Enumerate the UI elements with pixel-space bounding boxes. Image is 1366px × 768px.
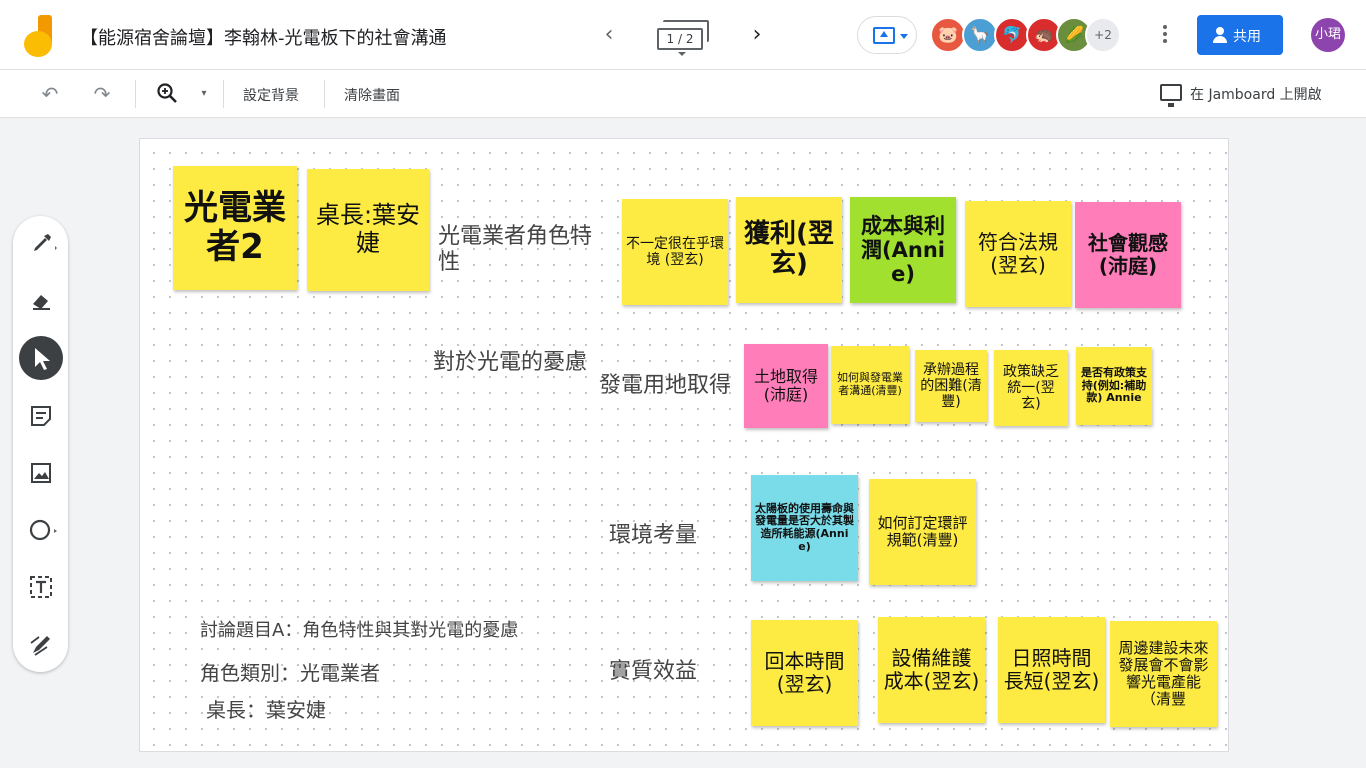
pen-tool-icon[interactable] bbox=[19, 222, 63, 266]
image-tool-icon[interactable] bbox=[19, 451, 63, 495]
collaborator-avatar-1[interactable]: 🐷 bbox=[930, 17, 966, 53]
text-box-tool-icon[interactable] bbox=[19, 565, 63, 609]
sticky-note[interactable]: 獲利(翌玄) bbox=[736, 197, 842, 303]
text-label[interactable]: 桌長：葉安婕 bbox=[206, 698, 326, 722]
sticky-note[interactable]: 光電業者2 bbox=[173, 166, 297, 290]
clear-frame-button[interactable]: 清除畫面 bbox=[344, 88, 400, 104]
frame-counter-label: 1 / 2 bbox=[657, 28, 703, 50]
open-in-app-icon bbox=[1160, 84, 1182, 107]
text-label[interactable]: 實質效益 bbox=[609, 659, 698, 684]
sticky-note[interactable]: 政策缺乏統一(翌玄) bbox=[994, 350, 1068, 426]
circle-shape-tool-icon[interactable] bbox=[19, 508, 63, 552]
eraser-tool-icon[interactable] bbox=[19, 279, 63, 323]
sticky-note[interactable]: 周邊建設未來發展會不會影響光電產能（清豐 bbox=[1110, 621, 1217, 727]
jamboard-logo-icon[interactable] bbox=[24, 15, 56, 57]
text-label[interactable]: 光電業者角色特性 bbox=[438, 224, 593, 276]
sticky-note[interactable]: 如何訂定環評規範(清豐) bbox=[869, 479, 976, 585]
person-add-icon bbox=[1213, 27, 1227, 43]
document-title[interactable]: 【能源宿舍論壇】李翰林-光電板下的社會溝通 bbox=[80, 28, 447, 49]
sticky-note[interactable]: 設備維護成本(翌玄) bbox=[878, 617, 985, 723]
sticky-note[interactable]: 土地取得(沛庭) bbox=[744, 344, 828, 428]
text-label[interactable]: 角色類別：光電業者 bbox=[200, 661, 380, 685]
next-frame-icon[interactable]: › bbox=[752, 22, 762, 47]
text-label[interactable]: 對於光電的憂慮 bbox=[433, 350, 588, 375]
select-tool-icon[interactable] bbox=[19, 336, 63, 380]
text-label[interactable]: 環境考量 bbox=[609, 523, 698, 548]
text-label[interactable]: 發電用地取得 bbox=[599, 373, 732, 398]
sticky-note[interactable]: 符合法規 (翌玄) bbox=[965, 201, 1071, 307]
top-bar: 【能源宿舍論壇】李翰林-光電板下的社會溝通 ‹ 1 / 2 › 🐷 🦙 🐬 🦔 … bbox=[0, 0, 1366, 70]
sticky-note[interactable]: 太陽板的使用壽命與發電量是否大於其製造所耗能源(Annie) bbox=[751, 475, 858, 581]
sticky-note[interactable]: 社會觀感(沛庭) bbox=[1075, 202, 1181, 308]
open-in-jamboard-label: 在 Jamboard 上開啟 bbox=[1190, 87, 1322, 103]
toolbar-divider bbox=[324, 80, 325, 108]
collaborator-avatar-3[interactable]: 🐬 bbox=[994, 17, 1030, 53]
sticky-note[interactable]: 日照時間長短(翌玄) bbox=[998, 617, 1105, 723]
present-screen-icon bbox=[873, 27, 895, 44]
sticky-note[interactable]: 成本與利潤(Annie) bbox=[850, 197, 956, 303]
zoom-dropdown-icon[interactable]: ▾ bbox=[201, 88, 207, 99]
sticky-note[interactable]: 桌長:葉安婕 bbox=[307, 169, 429, 291]
present-button[interactable] bbox=[857, 16, 917, 54]
sticky-note-tool-icon[interactable] bbox=[19, 394, 63, 438]
collaborator-avatar-2[interactable]: 🦙 bbox=[962, 17, 998, 53]
sticky-note[interactable]: 回本時間 (翌玄) bbox=[751, 620, 858, 726]
toolbar-divider bbox=[223, 80, 224, 108]
toolbar-divider bbox=[135, 80, 136, 108]
sticky-note[interactable]: 不一定很在乎環境 (翌玄) bbox=[622, 199, 728, 305]
zoom-icon[interactable] bbox=[155, 82, 179, 106]
jamboard-canvas[interactable]: 光電業者2 桌長:葉安婕 光電業者角色特性 對於光電的憂慮 發電用地取得 環境考… bbox=[139, 138, 1229, 752]
frame-counter-button[interactable]: 1 / 2 bbox=[657, 18, 709, 56]
laser-tool-icon[interactable] bbox=[19, 621, 63, 665]
share-button-label: 共用 bbox=[1233, 29, 1261, 45]
account-avatar[interactable]: 小珺 bbox=[1311, 18, 1345, 52]
sticky-note[interactable]: 承辦過程的困難(清豐) bbox=[915, 350, 987, 422]
text-label[interactable]: 討論題目A：角色特性與其對光電的憂慮 bbox=[200, 620, 519, 641]
more-vert-icon[interactable] bbox=[1156, 22, 1174, 48]
chevron-down-icon bbox=[900, 34, 908, 39]
share-button[interactable]: 共用 bbox=[1197, 15, 1283, 55]
tool-sidebar bbox=[13, 216, 68, 672]
previous-frame-icon[interactable]: ‹ bbox=[604, 22, 614, 47]
more-collaborators-badge[interactable]: +2 bbox=[1085, 17, 1121, 53]
set-background-button[interactable]: 設定背景 bbox=[243, 88, 299, 104]
sticky-note[interactable]: 如何與發電業者溝通(清豐) bbox=[831, 346, 909, 424]
undo-icon[interactable]: ↶ bbox=[41, 82, 59, 106]
sticky-note[interactable]: 是否有政策支持(例如:補助款) Annie bbox=[1076, 347, 1152, 425]
redo-icon[interactable]: ↷ bbox=[93, 82, 111, 106]
toolbar: ↶ ↷ ▾ 設定背景 清除畫面 在 Jamboard 上開啟 bbox=[0, 70, 1366, 118]
